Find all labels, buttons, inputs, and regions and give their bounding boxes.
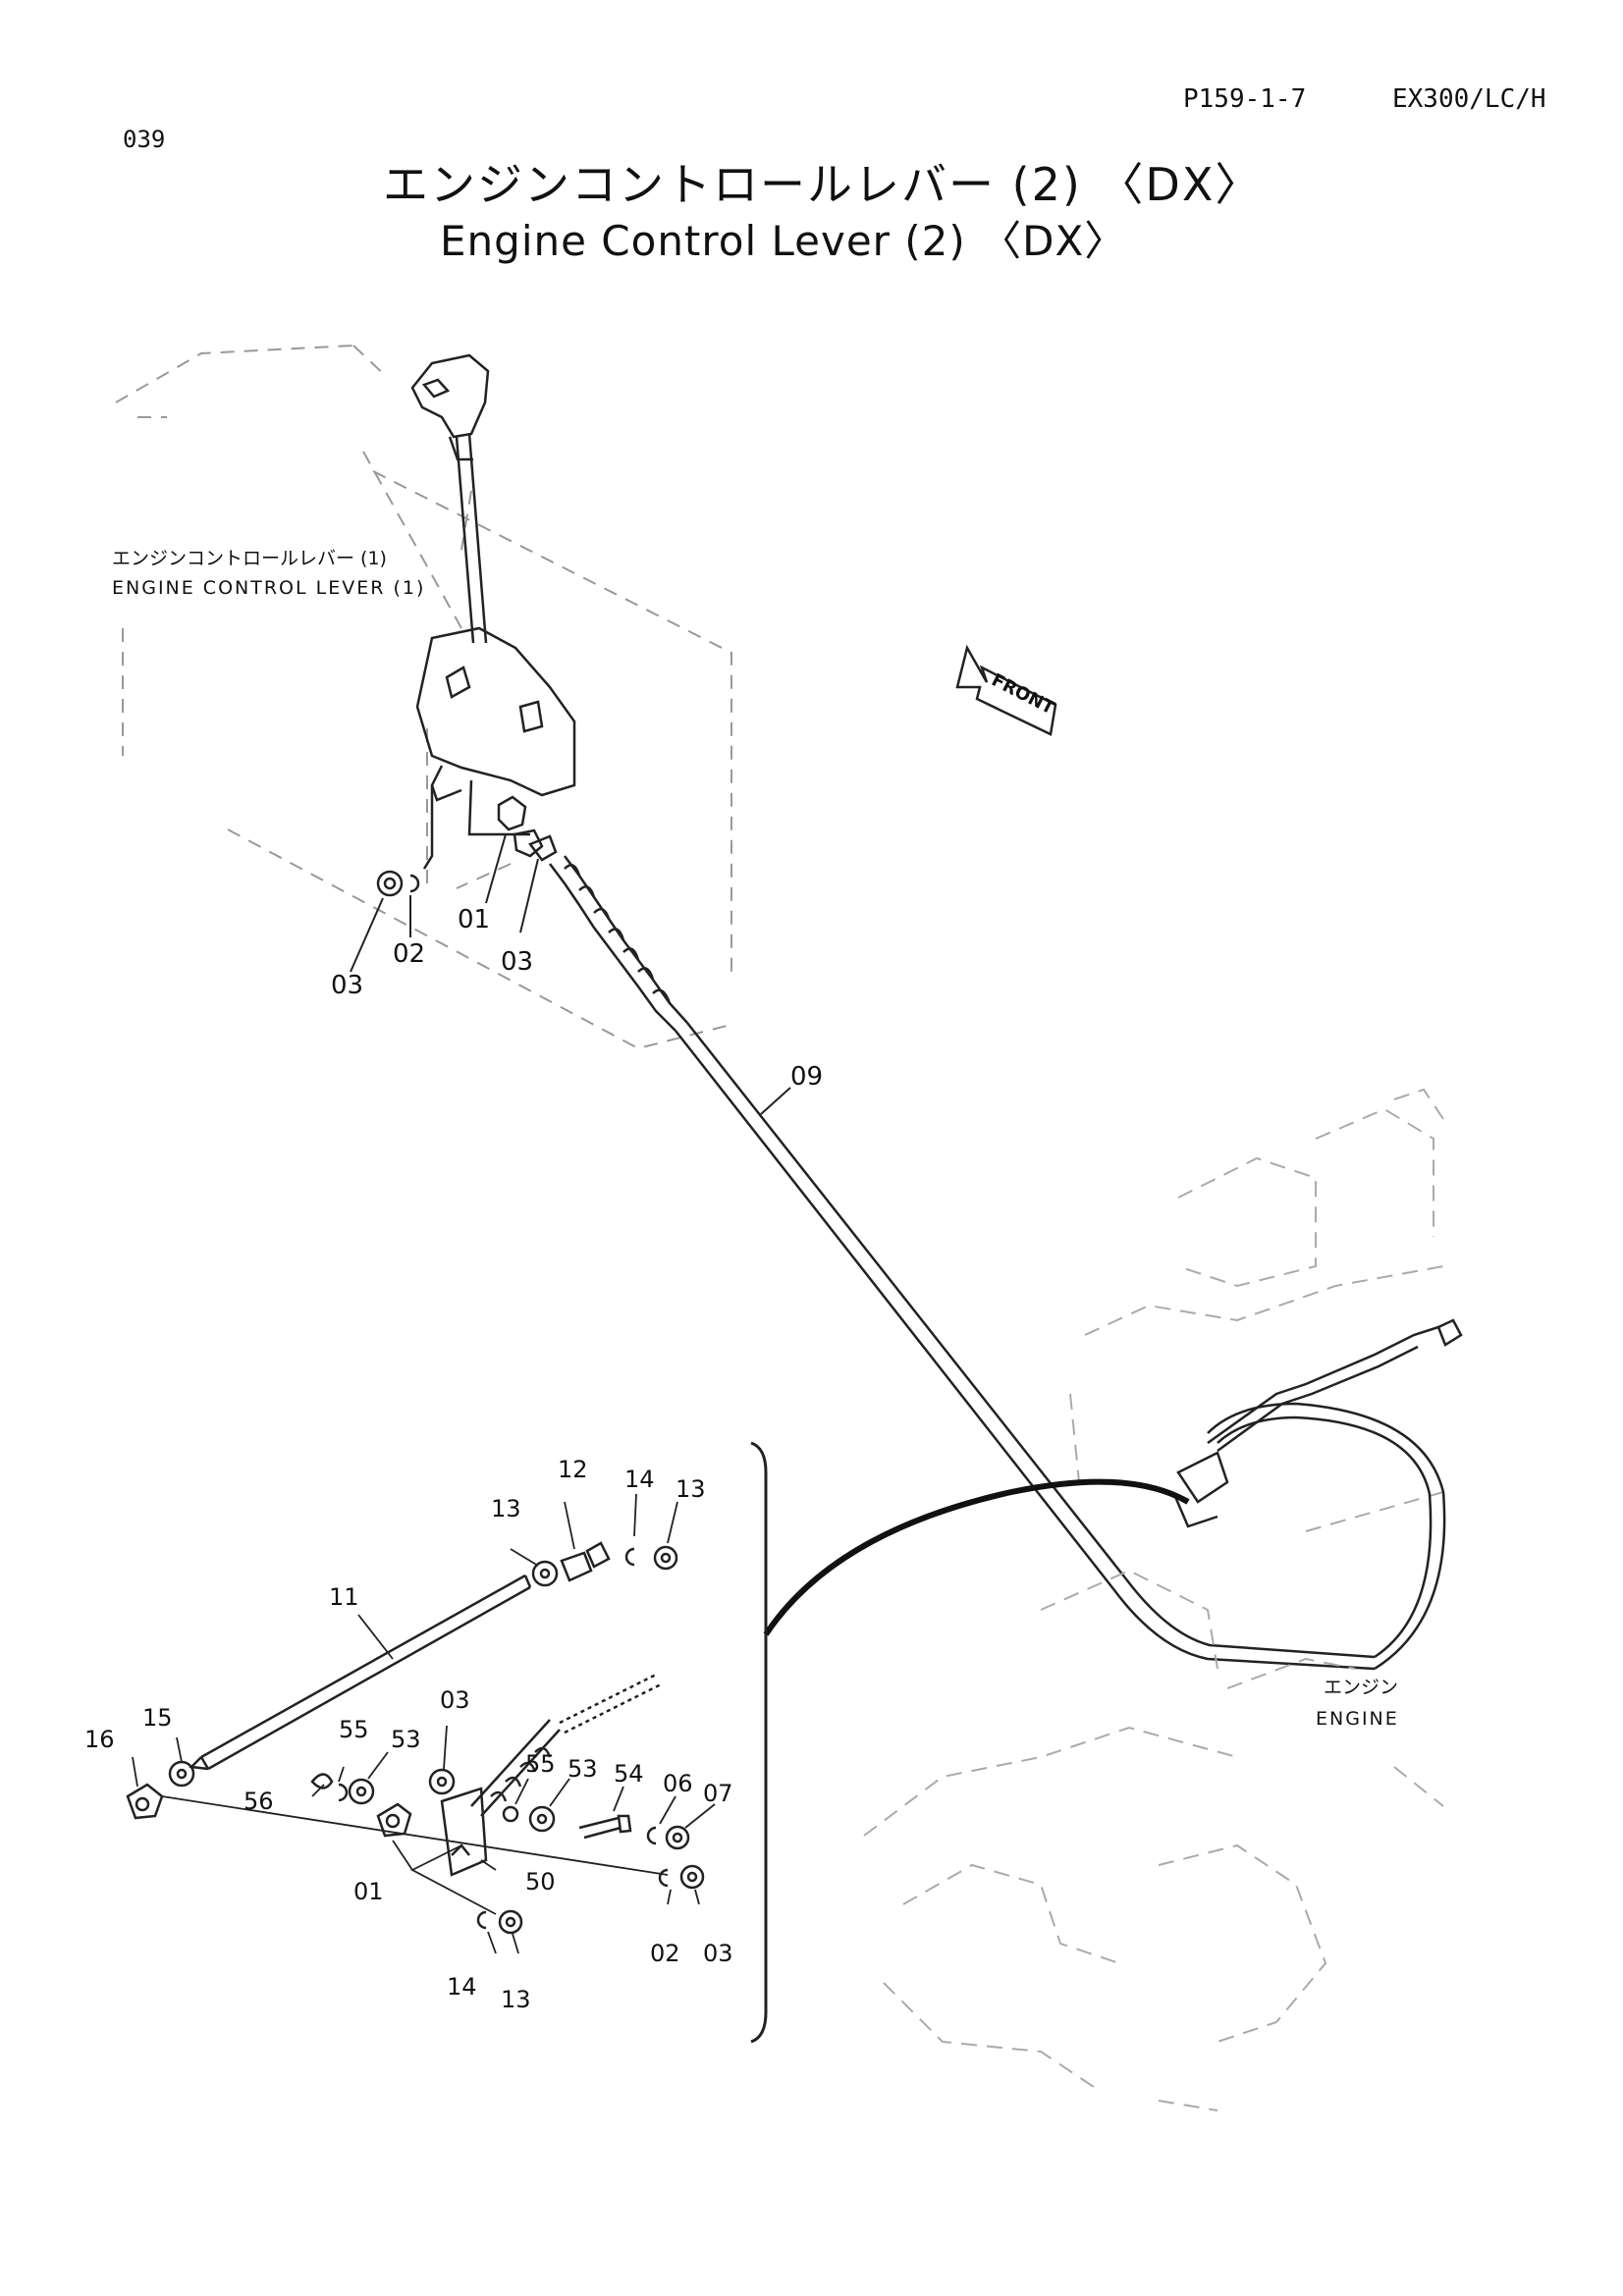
inset-bracket — [750, 1441, 768, 2044]
page-title-jp: エンジンコントロールレバー (2) 〈DX〉 — [383, 158, 1263, 211]
engine-outline — [863, 1088, 1444, 2111]
callout-01: 01 — [353, 1878, 384, 1905]
callout-leaders — [350, 833, 791, 1115]
model-code: EX300/LC/H — [1392, 84, 1546, 114]
callout-09: 09 — [790, 1062, 823, 1092]
callout-07: 07 — [703, 1780, 733, 1807]
callout-03: 03 — [440, 1686, 470, 1714]
inset-connection-line — [763, 1478, 1190, 1636]
inset-leaders — [132, 1493, 716, 1954]
callout-13: 13 — [501, 1986, 531, 2013]
callout-13: 13 — [676, 1475, 706, 1503]
callout-53: 53 — [568, 1755, 598, 1783]
callout-03: 03 — [331, 971, 363, 1000]
lever-label-jp: エンジンコントロールレバー (1) — [112, 548, 387, 569]
callout-56: 56 — [243, 1788, 274, 1815]
callout-55: 55 — [339, 1716, 369, 1743]
inset-lower-assembly — [310, 1672, 705, 1935]
page-title-en: Engine Control Lever (2) 〈DX〉 — [440, 217, 1127, 265]
lever-fittings — [376, 795, 558, 897]
callout-50: 50 — [525, 1868, 556, 1896]
callout-06: 06 — [663, 1770, 693, 1797]
callout-16: 16 — [84, 1726, 115, 1753]
callout-54: 54 — [614, 1760, 644, 1788]
callout-15: 15 — [142, 1704, 173, 1732]
lever-bracket — [415, 626, 576, 870]
engine-label-en: ENGINE — [1316, 1708, 1399, 1730]
callout-14: 14 — [624, 1466, 655, 1493]
lever-label-en: ENGINE CONTROL LEVER (1) — [112, 577, 425, 599]
control-cable — [549, 855, 1376, 1671]
front-arrow — [955, 644, 1057, 736]
callout-12: 12 — [558, 1456, 588, 1483]
callout-14: 14 — [447, 1973, 477, 2001]
callout-02: 02 — [393, 939, 425, 969]
control-lever — [410, 353, 490, 644]
callout-13: 13 — [491, 1495, 521, 1522]
cab-console-outline — [115, 345, 732, 1050]
page-number: 039 — [123, 126, 166, 153]
callout-11: 11 — [329, 1583, 359, 1611]
engine-cable-loop — [1171, 1318, 1463, 1671]
callout-02: 02 — [650, 1940, 680, 1967]
callout-53: 53 — [391, 1726, 421, 1753]
callout-55: 55 — [525, 1750, 556, 1778]
callout-01: 01 — [458, 905, 490, 934]
inset-rod-assembly — [126, 1541, 678, 1820]
engine-label-jp: エンジン — [1324, 1677, 1398, 1698]
callout-03: 03 — [703, 1940, 733, 1967]
page-code: P159-1-7 — [1183, 84, 1307, 114]
callout-03: 03 — [501, 947, 533, 977]
front-label: FRONT — [988, 669, 1057, 719]
